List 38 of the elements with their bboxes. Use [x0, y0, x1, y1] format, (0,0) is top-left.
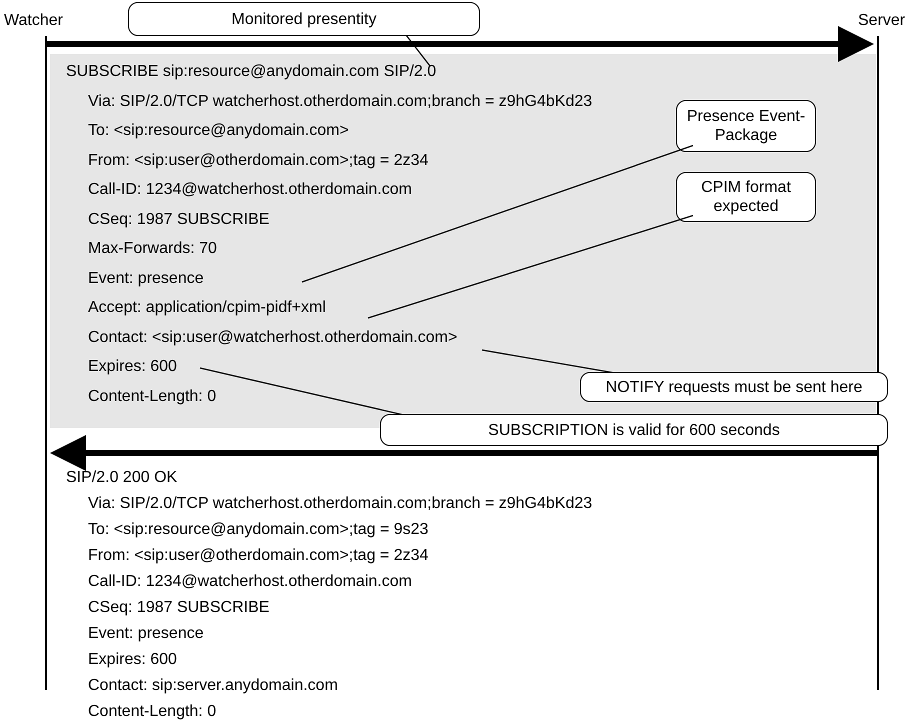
- callout-text: NOTIFY requests must be sent here: [606, 378, 862, 396]
- message-text: Event: presence: [88, 624, 204, 644]
- message-header-text: To: <sip:resource@anydomain.com>: [88, 121, 349, 141]
- message-text: Via: SIP/2.0/TCP watcherhost.otherdomain.com;branch = z9hG4bKd23: [88, 494, 592, 514]
- leader-line: [405, 34, 431, 66]
- message-text: From: <sip:user@otherdomain.com>;tag = 2z34: [88, 546, 428, 566]
- callout-text: Monitored presentity: [232, 10, 376, 28]
- message-text: Expires: 600: [88, 650, 177, 670]
- participant-name: Watcher: [4, 12, 63, 29]
- message-text: Call-ID: 1234@watcherhost.otherdomain.com: [88, 572, 412, 592]
- leader-line: [302, 144, 694, 283]
- message-text: Content-Length: 0: [88, 702, 216, 722]
- callout-text: Presence Event-Package: [686, 107, 806, 145]
- message-header-text: Accept: application/cpim-pidf+xml: [88, 298, 326, 318]
- callout-text: SUBSCRIPTION is valid for 600 seconds: [488, 420, 780, 440]
- message-header-text: Event: presence: [88, 268, 204, 288]
- callout-box: [128, 2, 480, 36]
- leader-line: [368, 214, 694, 319]
- message-header-text: SUBSCRIBE sip:resource@anydomain.com SIP/2.0: [66, 62, 436, 82]
- callout-box: [380, 414, 888, 446]
- message-text: CSeq: 1987 SUBSCRIBE: [88, 598, 270, 618]
- message-arrow: [50, 435, 878, 471]
- message-header-text: From: <sip:user@otherdomain.com>;tag = 2z34: [88, 150, 428, 170]
- participant-name: Server: [858, 12, 906, 29]
- message-text: Contact: sip:server.anydomain.com: [88, 676, 338, 696]
- message-arrow: [46, 26, 874, 62]
- message-header-text: Contact: <sip:user@watcherhost.otherdomain.com>: [88, 328, 458, 348]
- message-text: To: <sip:resource@anydomain.com>;tag = 9s23: [88, 520, 428, 540]
- callout-box: [676, 172, 816, 222]
- message-header-text: Call-ID: 1234@watcherhost.otherdomain.com: [88, 180, 412, 200]
- message-header-text: Via: SIP/2.0/TCP watcherhost.otherdomain.com;branch = z9hG4bKd23: [88, 92, 592, 112]
- callout-box: [676, 100, 816, 152]
- message-header-text: Max-Forwards: 70: [88, 239, 217, 259]
- message-text: SIP/2.0 200 OK: [66, 468, 178, 488]
- callout-text: CPIM format expected: [700, 178, 792, 216]
- message-header-text: Content-Length: 0: [88, 386, 216, 406]
- message-header-text: Expires: 600: [88, 357, 177, 377]
- message-header-text: CSeq: 1987 SUBSCRIBE: [88, 210, 270, 230]
